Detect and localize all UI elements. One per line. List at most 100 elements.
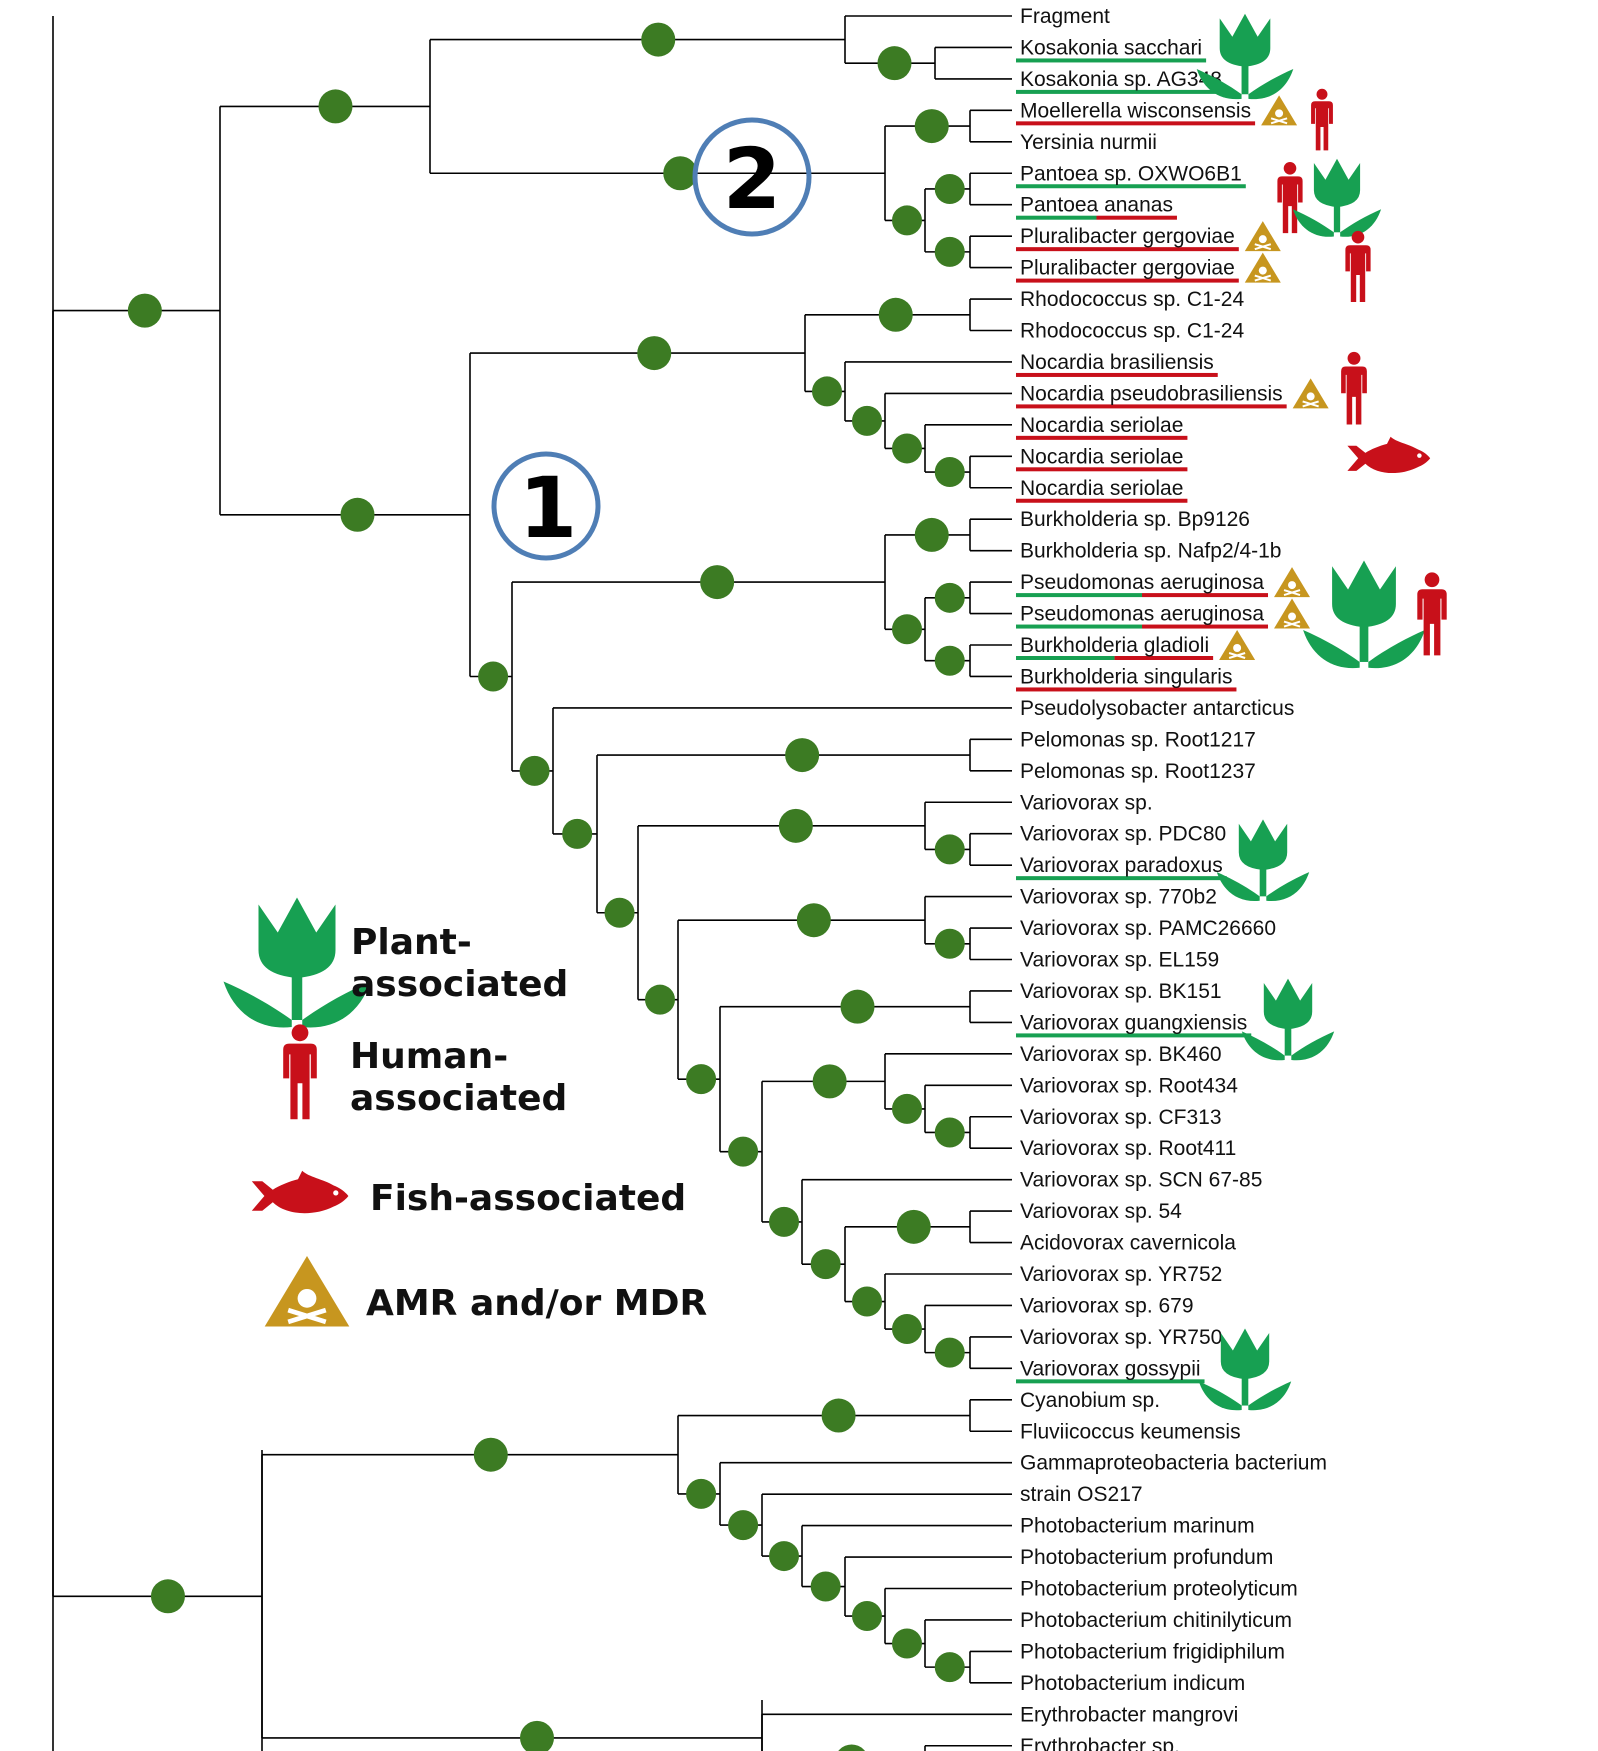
support-node bbox=[821, 1398, 856, 1433]
leaf-label: Yersinia nurmii bbox=[1020, 131, 1157, 154]
leaf-label: Pelomonas sp. Root1217 bbox=[1020, 728, 1256, 751]
leaf-underline-human bbox=[1016, 372, 1218, 377]
human-icon bbox=[1417, 572, 1447, 656]
leaf-label: Variovorax sp. Root411 bbox=[1020, 1137, 1236, 1160]
amr-icon bbox=[1273, 566, 1312, 599]
leaf-label: Erythrobacter sp. bbox=[1020, 1735, 1180, 1751]
leaf-label: Variovorax sp. YR750 bbox=[1020, 1326, 1222, 1349]
support-node bbox=[645, 984, 675, 1015]
support-node bbox=[810, 1249, 841, 1280]
leaf-label: Variovorax sp. CF313 bbox=[1020, 1106, 1222, 1129]
leaf-label: Variovorax sp. SCN 67-85 bbox=[1020, 1169, 1262, 1192]
plant-icon bbox=[1292, 158, 1382, 237]
leaf-label: Pluralibacter gergoviae bbox=[1020, 257, 1235, 280]
support-node bbox=[852, 405, 882, 436]
leaf-underline-plant bbox=[1016, 593, 1143, 598]
support-node bbox=[686, 1064, 717, 1095]
leaf-label: Nocardia seriolae bbox=[1020, 445, 1183, 468]
leaf-label: Moellerella wisconsensis bbox=[1020, 99, 1251, 122]
support-node bbox=[934, 582, 965, 613]
support-node bbox=[478, 661, 509, 692]
support-node bbox=[934, 1117, 965, 1148]
support-node bbox=[892, 1314, 922, 1345]
leaf-label: Pantoea ananas bbox=[1020, 194, 1173, 217]
leaf-label: Nocardia seriolae bbox=[1020, 477, 1183, 500]
amr-icon bbox=[1218, 629, 1257, 661]
leaf-label: Kosakonia sp. AG348 bbox=[1020, 68, 1222, 91]
support-node bbox=[914, 517, 949, 552]
leaf-label: Acidovorax cavernicola bbox=[1020, 1232, 1236, 1255]
leaf-label: Variovorax paradoxus bbox=[1020, 854, 1223, 877]
leaf-underline-human bbox=[1016, 121, 1256, 126]
legend-amr-label: AMR and/or MDR bbox=[366, 1283, 707, 1324]
leaf-label: Kosakonia sacchari bbox=[1020, 36, 1202, 59]
support-node bbox=[604, 897, 635, 928]
support-node bbox=[892, 205, 922, 236]
support-node bbox=[934, 834, 965, 865]
support-node bbox=[934, 173, 965, 204]
support-node bbox=[838, 1744, 866, 1751]
clade-badge-2: 2 bbox=[692, 117, 812, 237]
support-node bbox=[812, 376, 842, 407]
leaf-label: Erythrobacter mangrovi bbox=[1020, 1703, 1238, 1726]
leaf-underline-human bbox=[1016, 498, 1188, 503]
leaf-underline-human bbox=[1016, 435, 1188, 440]
human-icon bbox=[1345, 230, 1371, 302]
legend-plant-label: Plant-associated bbox=[351, 922, 568, 1005]
leaf-label: Variovorax guangxiensis bbox=[1020, 1011, 1247, 1034]
leaf-label: Burkholderia gladioli bbox=[1020, 634, 1209, 657]
support-node bbox=[637, 336, 672, 371]
leaf-underline-human bbox=[1142, 624, 1269, 629]
human-icon bbox=[1341, 351, 1367, 425]
support-node bbox=[520, 1720, 554, 1751]
support-node bbox=[769, 1541, 799, 1572]
support-node bbox=[896, 1209, 931, 1244]
leaf-label: Pluralibacter gergoviae bbox=[1020, 225, 1235, 248]
leaf-underline-human bbox=[1016, 278, 1239, 283]
leaf-label: Pseudomonas aeruginosa bbox=[1020, 571, 1264, 594]
support-node bbox=[892, 1093, 922, 1124]
clade-badge-1-label: 1 bbox=[519, 459, 577, 557]
leaf-label: Nocardia brasiliensis bbox=[1020, 351, 1214, 374]
support-node bbox=[127, 293, 162, 328]
leaf-underline-plant bbox=[1016, 1033, 1252, 1038]
support-node bbox=[318, 89, 353, 124]
leaf-label: strain OS217 bbox=[1020, 1483, 1143, 1506]
leaf-underline-human bbox=[1016, 467, 1188, 472]
leaf-underline-plant bbox=[1016, 876, 1227, 881]
clade-badge-2-label: 2 bbox=[723, 130, 781, 228]
support-node bbox=[796, 903, 831, 938]
leaf-underline-plant bbox=[1016, 89, 1226, 94]
support-node bbox=[840, 989, 875, 1024]
leaf-underline-human bbox=[1114, 656, 1214, 660]
amr-icon bbox=[1273, 597, 1312, 630]
leaf-label: Photobacterium profundum bbox=[1020, 1546, 1273, 1569]
support-node bbox=[150, 1579, 185, 1614]
legend-fish-label: Fish-associated bbox=[370, 1178, 686, 1219]
support-node bbox=[728, 1136, 759, 1167]
leaf-label: Pantoea sp. OXWO6B1 bbox=[1020, 162, 1242, 185]
support-node bbox=[663, 156, 698, 191]
support-node bbox=[519, 755, 550, 786]
leaf-label: Rhodococcus sp. C1-24 bbox=[1020, 288, 1244, 311]
leaf-underline-plant bbox=[1016, 1379, 1205, 1384]
leaf-underlines bbox=[1016, 58, 1287, 1384]
fish-icon bbox=[1347, 436, 1431, 474]
leaf-label: Burkholderia sp. Nafp2/4-1b bbox=[1020, 540, 1282, 563]
leaf-label: Variovorax sp. BK460 bbox=[1020, 1043, 1222, 1066]
plant-icon bbox=[1241, 978, 1335, 1061]
leaf-label: Photobacterium proteolyticum bbox=[1020, 1578, 1298, 1601]
leaf-underline-human bbox=[1016, 687, 1237, 692]
support-node bbox=[473, 1437, 508, 1472]
legend-human-label: Human-associated bbox=[350, 1036, 567, 1119]
amr-icon bbox=[1260, 94, 1299, 127]
support-node bbox=[785, 738, 820, 773]
leaf-label: Variovorax gossypii bbox=[1020, 1357, 1201, 1380]
leaf-underline-plant bbox=[1016, 656, 1115, 660]
support-node bbox=[934, 457, 965, 488]
human-icon bbox=[1277, 162, 1303, 234]
leaf-label: Fluviicoccus keumensis bbox=[1020, 1420, 1241, 1443]
leaf-label: Variovorax sp. 679 bbox=[1020, 1294, 1194, 1317]
support-node bbox=[892, 614, 922, 645]
